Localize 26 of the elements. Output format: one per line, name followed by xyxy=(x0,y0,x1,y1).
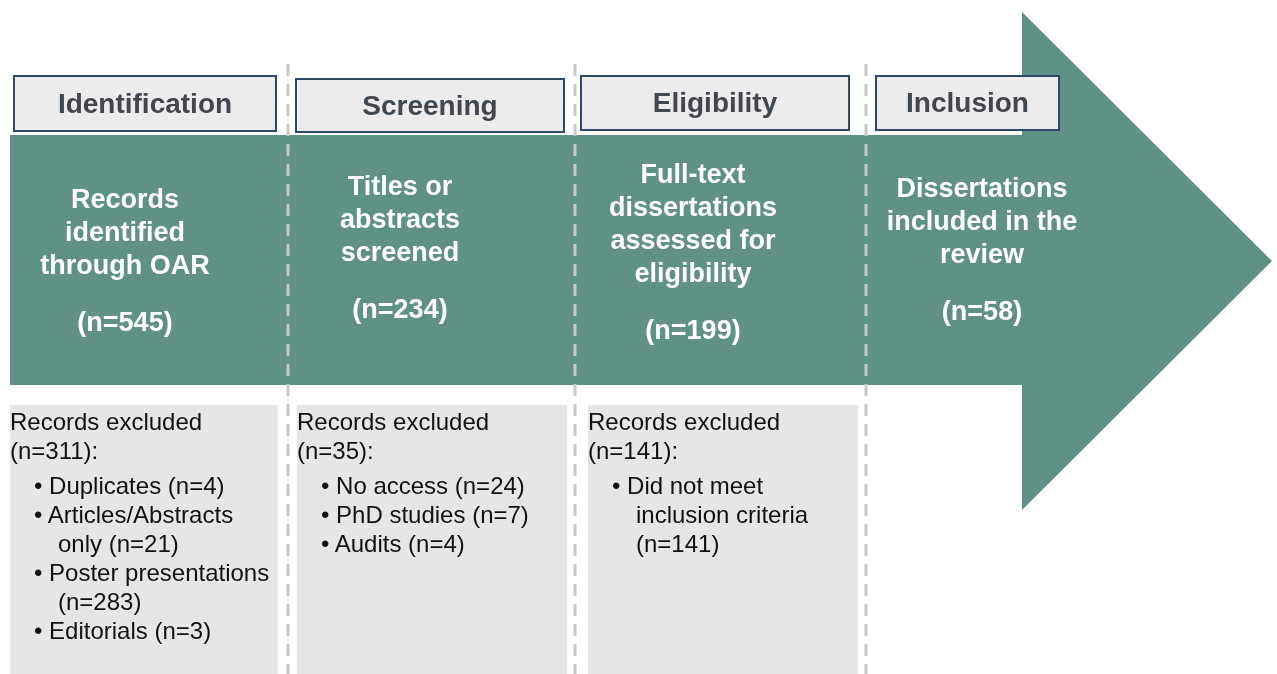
exclusion-item: • Poster presentations (n=283) xyxy=(34,558,271,616)
stage-header: Identification xyxy=(13,75,277,132)
count-label: (n=58) xyxy=(940,295,1024,328)
exclusion-heading: Records excluded (n=141): xyxy=(588,407,782,465)
exclusion-item: • PhD studies (n=7) xyxy=(321,500,530,529)
stage-label: Full-text dissertations assessed for eligibility xyxy=(607,158,779,290)
exclusion-panel xyxy=(10,405,278,674)
exclusion-panel xyxy=(297,405,567,674)
exclusion-item: • Did not meet inclusion criteria (n=141) xyxy=(612,471,810,558)
stage-header: Screening xyxy=(295,78,565,133)
exclusion-heading: Records excluded (n=35): xyxy=(297,407,491,465)
exclusion-heading: Records excluded (n=311): xyxy=(10,407,204,465)
stage-label: Dissertations included in the review xyxy=(885,172,1079,271)
exclusion-item: • No access (n=24) xyxy=(321,471,526,500)
exclusion-item: • Articles/Abstracts only (n=21) xyxy=(34,500,235,558)
exclusion-item: • Editorials (n=3) xyxy=(34,616,213,645)
exclusion-item: • Audits (n=4) xyxy=(321,529,466,558)
exclusion-item: • Duplicates (n=4) xyxy=(34,471,226,500)
stage-header: Eligibility xyxy=(580,75,850,131)
stage-label: Titles or abstracts screened xyxy=(338,170,462,269)
count-label: (n=234) xyxy=(351,293,449,326)
stage-label: Records identified through OAR xyxy=(39,183,211,282)
exclusion-panel xyxy=(588,405,858,674)
count-label: (n=545) xyxy=(76,306,174,339)
count-label: (n=199) xyxy=(644,314,742,347)
stage-header: Inclusion xyxy=(875,75,1060,131)
